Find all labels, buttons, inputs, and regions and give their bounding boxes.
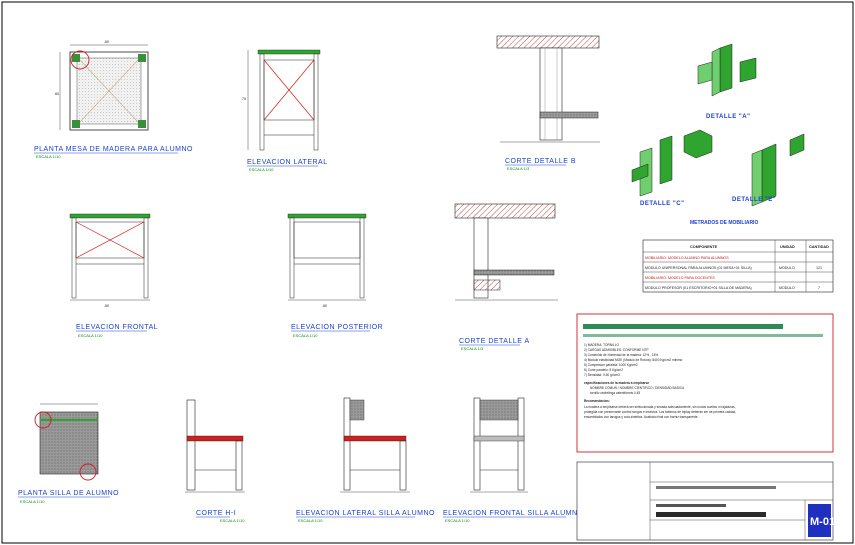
notes-remark-1: La madera a emplearse deberá ser selecci…: [584, 405, 736, 409]
plan-chair-view: [34, 403, 99, 481]
notes-remark-3: ensamblados con tarugos y cola sintética…: [584, 415, 699, 419]
notes-line-3: 3) Contenido de Humedad de la madera: 12…: [584, 353, 658, 357]
notes-remark-2: protegida con preservante contra hongos …: [584, 410, 736, 414]
svg-text:.60: .60: [322, 304, 327, 308]
detail-e-callout: [79, 463, 97, 481]
metrados-row-2-component: MODULO UNIPERSONAL PARA ALUMNOS (01 MESA…: [645, 266, 752, 270]
elev-lat-chair-view: [340, 397, 410, 493]
metrados-row-2-qty: 121: [816, 266, 822, 270]
notes-line-2: 2) CARGAS ADMISIBLES: CONFORME NTP: [584, 348, 649, 352]
scale-corte-b: ESCALA 1/3: [507, 166, 530, 171]
scale-elev-frontal: ESCALA 1/10: [78, 333, 103, 338]
svg-text:.60: .60: [104, 304, 109, 308]
notes-spec-line-2: tornillo cedrelinga cateniformis 0.45: [590, 391, 640, 395]
elev-frontal-view: .60: [69, 213, 151, 308]
scale-plan-table: ESCALA 1/10: [36, 154, 61, 159]
notes-line-1: 1) MADERA: TORNILLO: [584, 343, 619, 347]
metrados-header-qty: CANTIDAD: [809, 245, 829, 249]
detail-callout-circle: [70, 50, 90, 70]
metrados-row-4-unit: MODULO: [779, 286, 795, 290]
notes-spec-label: especificaciones de la madera a emplears…: [584, 381, 649, 385]
caption-plan-chair: PLANTA SILLA DE ALUMNO: [18, 490, 119, 497]
scale-elev-front-chair: ESCALA 1/10: [445, 518, 470, 523]
detail-a-label: DETALLE "A": [706, 114, 750, 120]
metrados-header-component: COMPONENTE: [690, 245, 718, 249]
svg-text:.60: .60: [54, 92, 59, 96]
caption-elev-front-chair: ELEVACION FRONTAL SILLA ALUMNO: [443, 510, 584, 517]
caption-elev-posterior: ELEVACION POSTERIOR: [291, 324, 383, 331]
detail-c-label: DETALLE "C": [640, 201, 684, 207]
caption-plan-table: PLANTA MESA DE MADERA PARA ALUMNO: [34, 146, 193, 153]
detail-c-callout: [34, 411, 52, 429]
scale-elev-lat-chair: ESCALA 1/10: [298, 518, 323, 523]
plan-table-view: .60 .60: [54, 40, 149, 131]
caption-elev-frontal: ELEVACION FRONTAL: [76, 324, 158, 331]
isometric-details: [631, 43, 805, 207]
metrados-title: METRADOS DE MOBILIARIO: [690, 220, 758, 226]
notes-line-7: 7) Densidad: 0.50 gr/cm3: [584, 373, 620, 377]
metrados-row-2-unit: MODULO: [779, 266, 795, 270]
metrados-row-4-component: MODULO PROFESOR (01 ESCRITORIO+01 SILLA …: [645, 286, 752, 290]
caption-corte-b: CORTE DETALLE B: [505, 158, 576, 165]
elev-front-chair-view: [470, 397, 528, 493]
caption-corte-a: CORTE DETALLE A: [459, 338, 530, 345]
scale-plan-chair: ESCALA 1/10: [20, 499, 45, 504]
notes-line-6: 6) Corte paralelo: 5 Kg/cm2: [584, 368, 623, 372]
detail-e-label: DETALLE "E": [732, 197, 776, 203]
elev-lateral-view: .70: [241, 49, 321, 151]
caption-elev-lateral: ELEVACION LATERAL: [247, 159, 328, 166]
metrados-row-4-qty: 7: [818, 286, 820, 290]
caption-corte-hi: CORTE H-I: [196, 510, 236, 517]
metrados-row-3-component: MOBILIARIO: MODELO PARA DOCENTES: [645, 276, 715, 280]
caption-elev-lat-chair: ELEVACION LATERAL SILLA ALUMNO: [296, 510, 435, 517]
metrados-row-1-component: MOBILIARIO: MODELO ALUMNO PARA ALUMNOS: [645, 256, 729, 260]
corte-b-view: [496, 35, 600, 143]
notes-line-5: 5) Compresion paralela: 1000 Kg/cm2: [584, 363, 638, 367]
elev-posterior-view: .60: [287, 213, 367, 308]
svg-text:.60: .60: [104, 40, 109, 44]
notes-remark-title: Recomendacion:: [584, 399, 610, 403]
scale-elev-posterior: ESCALA 1/10: [293, 333, 318, 338]
corte-hi-view: [185, 399, 245, 493]
scale-elev-lateral: ESCALA 1/10: [249, 167, 274, 172]
svg-text:.70: .70: [241, 97, 246, 101]
notes-spec-line: NOMBRE COMUN / NOMBRE CIENTIFICO / DENSI…: [590, 386, 685, 390]
title-block: [576, 461, 834, 541]
notes-box: [576, 313, 834, 453]
corte-a-view: [454, 203, 558, 301]
notes-line-4: 4) Modulo elasticidad MOE (Modulo de Rot…: [584, 358, 683, 362]
scale-corte-a: ESCALA 1/3: [461, 346, 484, 351]
sheet-code: M-01: [810, 516, 835, 528]
scale-corte-hi: ESCALA 1/10: [220, 518, 245, 523]
metrados-table: [642, 239, 834, 293]
metrados-header-unit: UNIDAD: [780, 245, 795, 249]
